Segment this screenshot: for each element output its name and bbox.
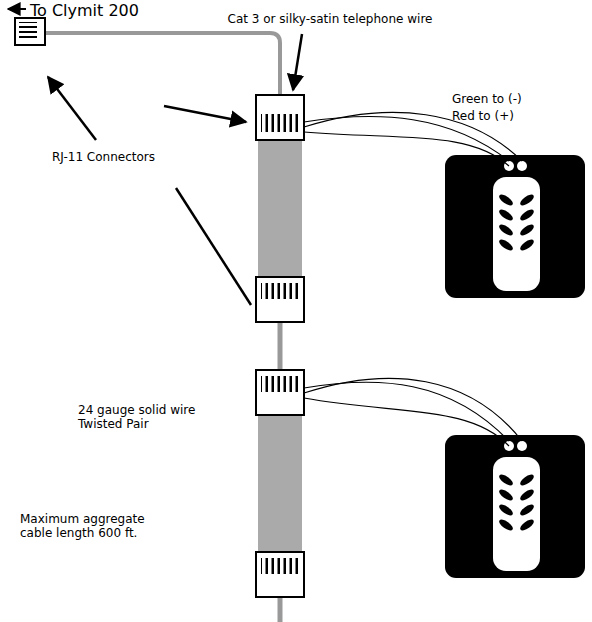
connector-label: RJ-11 Connectors — [52, 150, 155, 164]
wire-color-label: Green to (-) — [452, 92, 522, 106]
cable-spec-label: 24 gauge solid wire Twisted Pair — [78, 403, 226, 432]
cable-type-label: Cat 3 or silky-satin telephone wire — [228, 12, 433, 26]
cable-length-note: Maximum aggregate cable length 600 ft. — [20, 512, 170, 541]
destination-label: To Clymit 200 — [30, 1, 139, 20]
wire-color-label: Red to (+) — [452, 109, 514, 123]
